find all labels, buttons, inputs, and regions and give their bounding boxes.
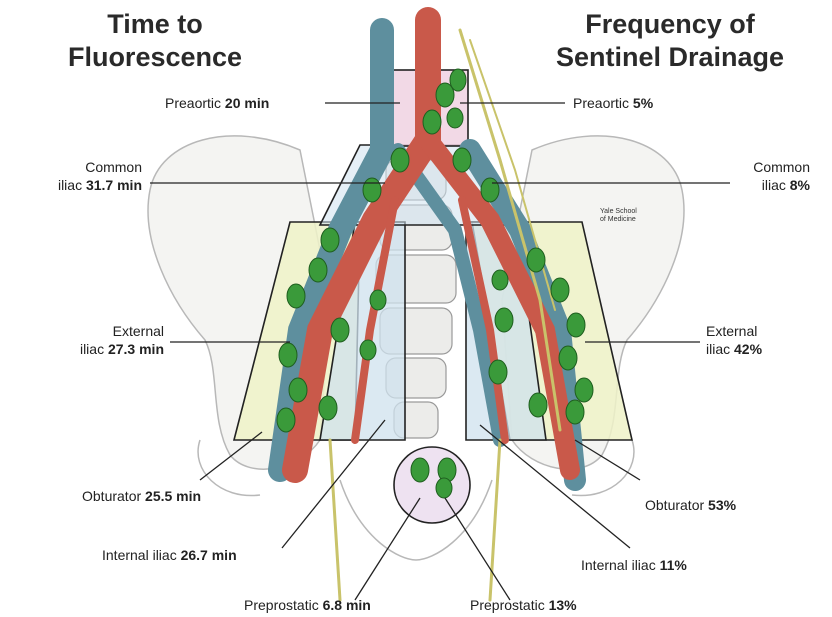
label-value: 13% — [549, 597, 577, 613]
label-name-line2: iliac — [706, 341, 730, 357]
label-name: Preprostatic — [244, 597, 319, 613]
time-to-fluorescence-header: Time to Fluorescence — [40, 8, 270, 74]
label-name: Internal iliac — [581, 557, 656, 573]
label-value: 8% — [790, 177, 810, 193]
label-name-line2: iliac — [762, 177, 786, 193]
label-common-iliac-time: Common iliac 31.7 min — [30, 158, 142, 194]
label-value: 42% — [734, 341, 762, 357]
label-obturator-time: Obturator 25.5 min — [82, 487, 201, 505]
logo-line1: Yale School — [600, 208, 637, 216]
label-preprostatic-frequency: Preprostatic 13% — [470, 596, 577, 614]
header-left-line2: Fluorescence — [40, 41, 270, 74]
label-value: 25.5 min — [145, 488, 201, 504]
label-common-iliac-frequency: Common iliac 8% — [700, 158, 810, 194]
header-right-line1: Frequency of — [520, 8, 820, 41]
label-value: 27.3 min — [108, 341, 164, 357]
label-obturator-frequency: Obturator 53% — [645, 496, 736, 514]
label-preaortic-frequency: Preaortic 5% — [573, 94, 653, 112]
label-name: Preaortic — [165, 95, 221, 111]
label-name-line1: External — [40, 322, 164, 340]
label-name: Preprostatic — [470, 597, 545, 613]
label-value: 6.8 min — [323, 597, 371, 613]
label-external-iliac-time: External iliac 27.3 min — [40, 322, 164, 358]
preprostatic-region — [394, 447, 470, 523]
label-name: Preaortic — [573, 95, 629, 111]
label-name-line1: External — [706, 322, 762, 340]
label-value: 53% — [708, 497, 736, 513]
label-name-line1: Common — [700, 158, 810, 176]
label-preaortic-time: Preaortic 20 min — [165, 94, 269, 112]
label-external-iliac-frequency: External iliac 42% — [706, 322, 762, 358]
label-name: Obturator — [82, 488, 141, 504]
label-name: Internal iliac — [102, 547, 177, 563]
logo-line2: of Medicine — [600, 216, 637, 224]
label-name-line1: Common — [30, 158, 142, 176]
label-value: 5% — [633, 95, 653, 111]
label-internal-iliac-frequency: Internal iliac 11% — [581, 556, 687, 574]
header-left-line1: Time to — [40, 8, 270, 41]
label-value: 20 min — [225, 95, 269, 111]
label-internal-iliac-time: Internal iliac 26.7 min — [102, 546, 237, 564]
label-preprostatic-time: Preprostatic 6.8 min — [244, 596, 371, 614]
label-name: Obturator — [645, 497, 704, 513]
header-right-line2: Sentinel Drainage — [520, 41, 820, 74]
label-name-line2: iliac — [80, 341, 104, 357]
frequency-header: Frequency of Sentinel Drainage — [520, 8, 820, 74]
institution-logo: Yale School of Medicine — [600, 208, 637, 224]
label-name-line2: iliac — [58, 177, 82, 193]
label-value: 26.7 min — [181, 547, 237, 563]
label-value: 11% — [660, 557, 687, 573]
label-value: 31.7 min — [86, 177, 142, 193]
